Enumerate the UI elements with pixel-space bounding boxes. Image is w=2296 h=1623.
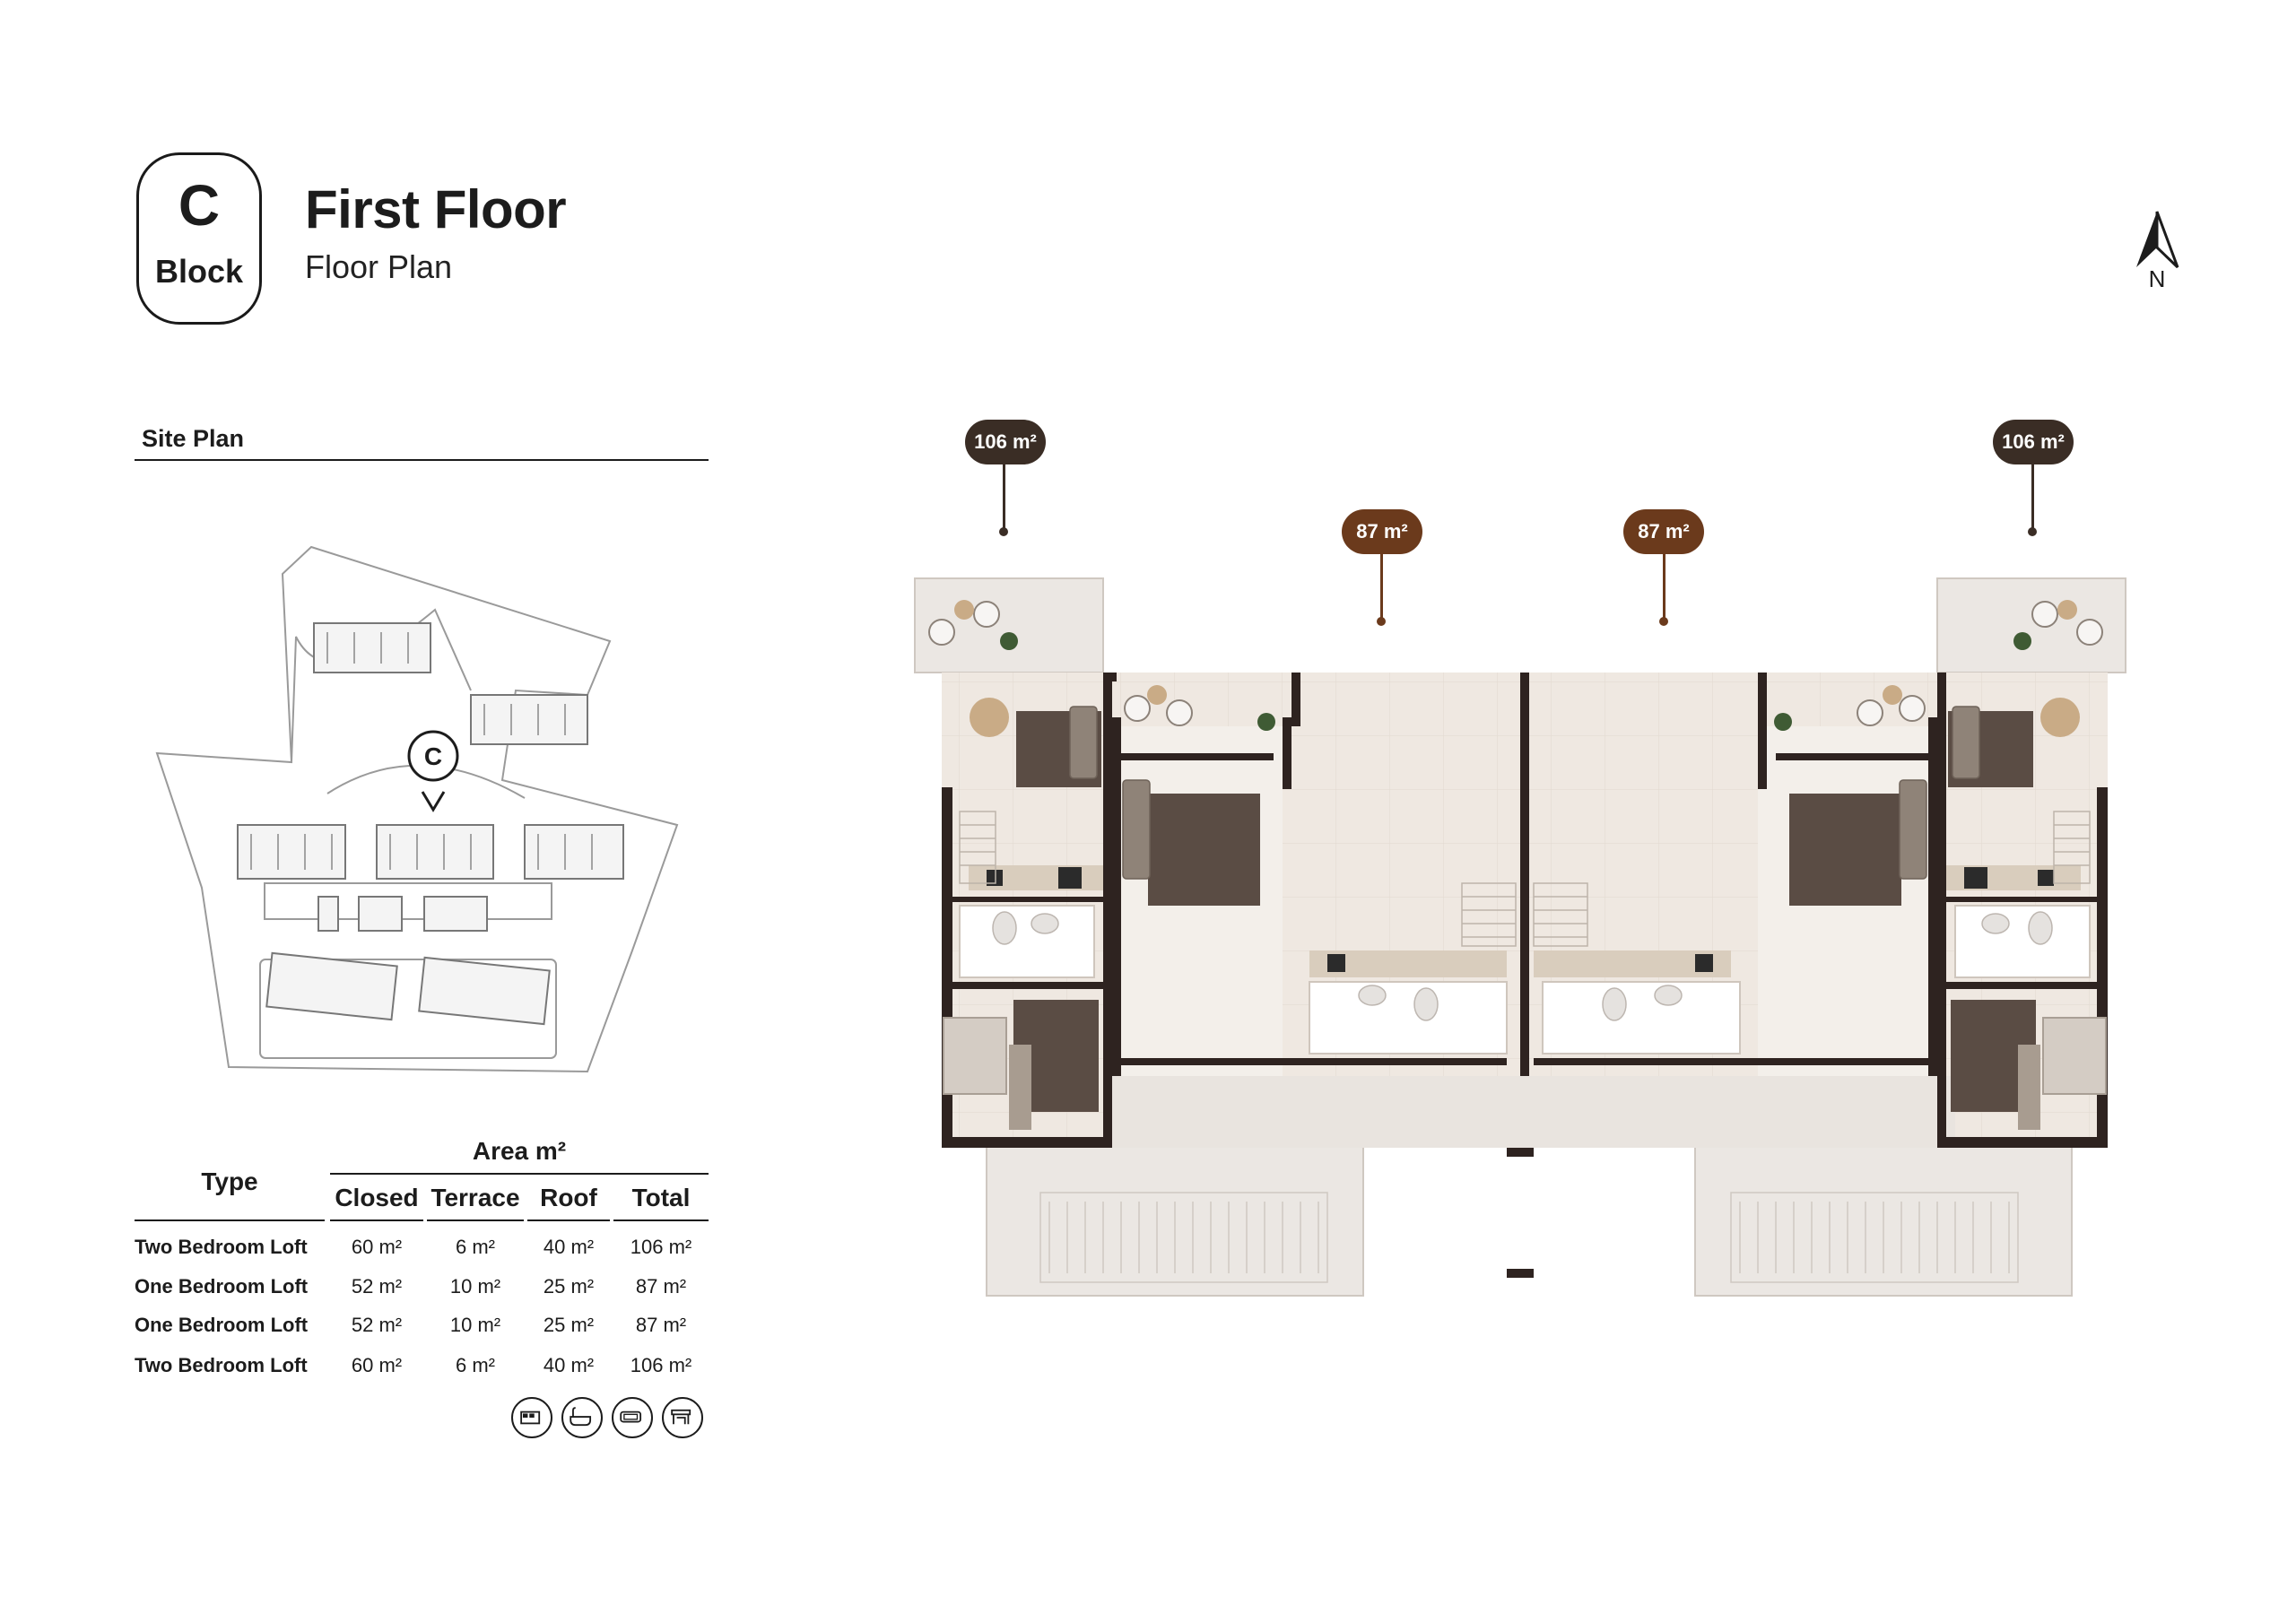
bed-icon xyxy=(511,1397,552,1438)
terrace-divider xyxy=(427,1219,524,1221)
terrace-cell: 6 m² xyxy=(456,1354,495,1376)
closed-cell: 60 m² xyxy=(351,1354,403,1376)
type-cell: One Bedroom Loft xyxy=(135,1314,309,1336)
bathtub-icon xyxy=(561,1397,603,1438)
sofa-icon xyxy=(612,1397,653,1438)
type-header-divider xyxy=(135,1219,325,1221)
unit-area-tag: 106 m² xyxy=(1993,420,2074,464)
north-label: N xyxy=(2149,265,2166,292)
terrace-cell: 6 m² xyxy=(456,1236,495,1258)
site-marker-letter: C xyxy=(424,742,442,770)
tag-leader xyxy=(1380,553,1383,621)
roof-cell: 25 m² xyxy=(543,1275,595,1298)
closed-cell: 52 m² xyxy=(351,1275,403,1298)
tag-leader xyxy=(1663,553,1665,621)
total-cell: 87 m² xyxy=(635,1314,687,1336)
roof-divider xyxy=(527,1219,610,1221)
closed-header: Closed xyxy=(335,1184,419,1211)
tag-dot xyxy=(2028,527,2037,536)
closed-cell: 52 m² xyxy=(351,1314,403,1336)
north-arrow-icon: N xyxy=(2136,211,2179,292)
type-cell: One Bedroom Loft xyxy=(135,1275,309,1298)
terrace-cell: 10 m² xyxy=(449,1275,501,1298)
tag-dot xyxy=(1659,617,1668,626)
area-header: Area m² xyxy=(472,1137,567,1165)
closed-cell: 60 m² xyxy=(351,1236,403,1258)
tag-leader xyxy=(2031,464,2034,531)
total-cell: 87 m² xyxy=(635,1275,687,1298)
closed-divider xyxy=(330,1219,423,1221)
table-row: Two Bedroom Loft 60 m² 6 m² 40 m² 106 m² xyxy=(135,1236,709,1271)
unit-area-tag: 87 m² xyxy=(1623,509,1704,554)
area-header-divider xyxy=(330,1173,709,1175)
site-marker: C xyxy=(407,730,459,812)
tag-dot xyxy=(1377,617,1386,626)
table-row: Two Bedroom Loft 60 m² 6 m² 40 m² 106 m² xyxy=(135,1354,709,1390)
unit-area-tag: 87 m² xyxy=(1342,509,1422,554)
total-cell: 106 m² xyxy=(630,1236,692,1258)
terrace-cell: 10 m² xyxy=(449,1314,501,1336)
block-badge: C Block xyxy=(136,152,262,325)
unit-area-tag: 106 m² xyxy=(965,420,1046,464)
roof-header: Roof xyxy=(540,1184,597,1211)
roof-cell: 25 m² xyxy=(543,1314,595,1336)
site-plan-map: C xyxy=(155,545,679,1073)
block-word: Block xyxy=(154,253,244,290)
total-divider xyxy=(613,1219,709,1221)
page-subtitle: Floor Plan xyxy=(305,248,453,285)
tag-leader xyxy=(1003,464,1005,531)
roof-cell: 40 m² xyxy=(543,1236,595,1258)
site-plan-divider xyxy=(135,459,709,461)
floor-plan-drawing xyxy=(914,577,2126,1297)
roof-cell: 40 m² xyxy=(543,1354,595,1376)
table-row: One Bedroom Loft 52 m² 10 m² 25 m² 87 m² xyxy=(135,1275,709,1311)
tag-dot xyxy=(999,527,1008,536)
table-row: One Bedroom Loft 52 m² 10 m² 25 m² 87 m² xyxy=(135,1314,709,1350)
total-cell: 106 m² xyxy=(630,1354,692,1376)
total-header: Total xyxy=(631,1184,691,1211)
type-cell: Two Bedroom Loft xyxy=(135,1236,308,1258)
dining-icon xyxy=(662,1397,703,1438)
type-header: Type xyxy=(201,1167,258,1195)
site-plan-heading: Site Plan xyxy=(142,425,245,452)
page-title: First Floor xyxy=(305,179,567,239)
block-letter: C xyxy=(178,173,221,238)
terrace-header: Terrace xyxy=(430,1184,520,1211)
type-cell: Two Bedroom Loft xyxy=(135,1354,308,1376)
